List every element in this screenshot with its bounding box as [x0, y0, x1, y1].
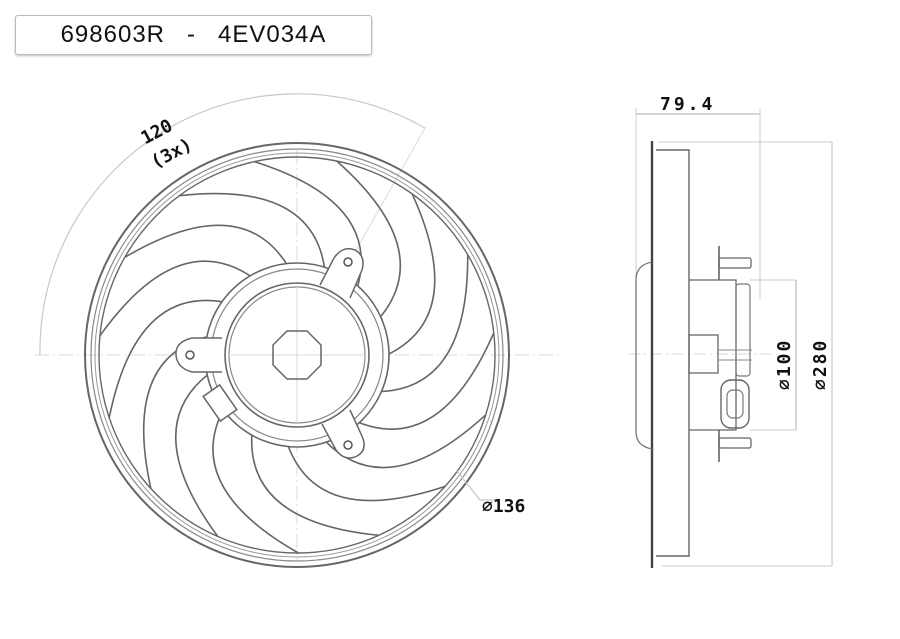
outer-ring [84, 142, 510, 568]
motor-body [689, 279, 737, 431]
fan-blade-edge [386, 193, 436, 356]
mount-tab-bottom [321, 409, 365, 459]
mount-tab-left [175, 337, 222, 373]
fan-blade-edge [99, 260, 253, 337]
fan-blade-edge [174, 373, 219, 537]
front-view [35, 93, 560, 568]
fan-blades [99, 160, 495, 554]
depth-label: 79.4 [660, 94, 715, 115]
fan-blade-edge [212, 407, 299, 554]
motor-housing [224, 282, 370, 428]
part-number-header: 698603R - 4EV034A [15, 15, 372, 55]
hub-diameter-label: ⌀136 [482, 496, 525, 517]
part-number: 698603R [60, 21, 165, 48]
fan-blade-edge [286, 444, 446, 502]
reference-number: 4EV034A [218, 21, 327, 48]
fan-blade-edge [356, 332, 495, 430]
shaft-nut [272, 330, 322, 380]
angle-dimension-arc [39, 93, 426, 356]
motor-diameter-label: ⌀100 [774, 339, 795, 390]
fan-blade-edge [124, 224, 289, 266]
separator: - [187, 21, 196, 48]
side-view [628, 108, 833, 568]
fan-diameter-label: ⌀280 [810, 339, 831, 390]
electrical-connector [720, 379, 750, 429]
connector-clip [202, 383, 238, 423]
fan-blade-edge [108, 299, 225, 418]
fan-blade-edge [179, 192, 326, 270]
fan-blade-edge [379, 254, 469, 393]
mount-tab-top [319, 247, 364, 299]
fan-blade-edge [336, 160, 401, 319]
bolt-top [718, 257, 752, 269]
bolt-bottom [718, 437, 752, 449]
fan-blade-edge [250, 432, 379, 537]
